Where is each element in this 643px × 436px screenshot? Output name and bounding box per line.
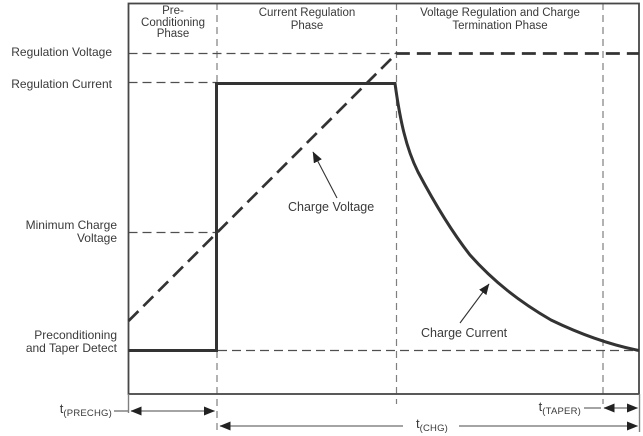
level-label-regulation-voltage: Regulation Voltage xyxy=(11,45,112,59)
t-chg-label: t(CHG) xyxy=(404,416,460,434)
charge-current-label: Charge Current xyxy=(421,326,508,340)
phase-label-preconditioning: Pre- Conditioning Phase xyxy=(141,5,205,40)
t-taper-label: t(TAPER) xyxy=(523,399,581,417)
charge-current-pointer-arrow xyxy=(459,283,490,324)
t-taper-subscript: (TAPER) xyxy=(542,406,581,417)
t-prechg-label: t(PRECHG) xyxy=(40,401,112,419)
phase-label-current-regulation: Current Regulation Phase xyxy=(258,7,356,32)
t-prechg-subscript: (PRECHG) xyxy=(63,408,112,419)
plot-border xyxy=(127,2,640,395)
level-label-precondition-taper-detect: Preconditioning and Taper Detect xyxy=(25,328,117,355)
charge-current-curve xyxy=(128,82,640,352)
time-interval-arrows xyxy=(114,403,638,431)
level-label-regulation-current: Regulation Current xyxy=(11,77,112,91)
t-chg-subscript: (CHG) xyxy=(419,423,449,434)
charge-voltage-label: Charge Voltage xyxy=(288,200,375,214)
charge-voltage-pointer-arrow xyxy=(312,151,338,199)
t-prechg-base: t xyxy=(59,401,64,416)
t-taper-base: t xyxy=(538,399,543,414)
t-chg-base: t xyxy=(415,416,420,431)
charge-voltage-curve xyxy=(127,52,639,322)
phase-boundary-lines xyxy=(216,3,604,432)
axis-ticks xyxy=(127,394,641,432)
phase-label-voltage-regulation: Voltage Regulation and Charge Terminatio… xyxy=(420,7,580,32)
level-label-minimum-charge-voltage: Minimum Charge Voltage xyxy=(25,218,117,245)
reference-level-lines xyxy=(128,52,639,352)
